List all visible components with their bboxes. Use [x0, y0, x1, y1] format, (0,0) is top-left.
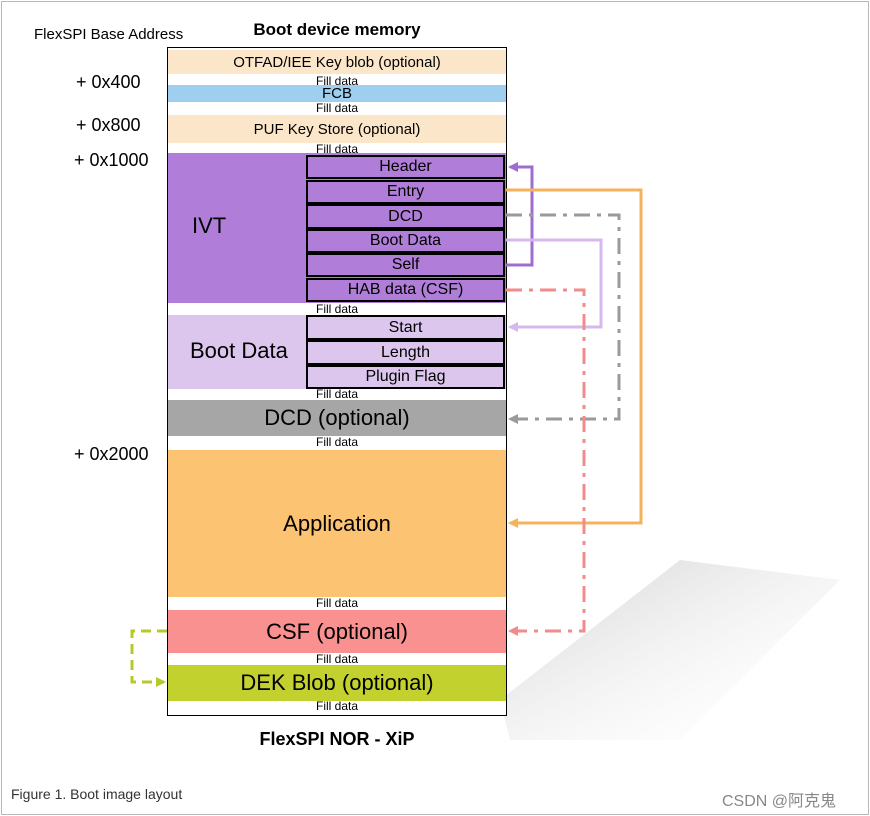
- address-0x400: + 0x400: [76, 72, 141, 92]
- dcd-block: DCD (optional): [168, 400, 506, 436]
- otfad-block: OTFAD/IEE Key blob (optional): [168, 50, 506, 74]
- csf-block: CSF (optional): [168, 610, 506, 653]
- fill-data: Fill data: [315, 142, 359, 156]
- boot-data-start-field: Start: [306, 315, 505, 340]
- fill-data: Fill data: [315, 596, 359, 610]
- ivt-entry-field: Entry: [306, 180, 505, 204]
- base-address-label: FlexSPI Base Address: [34, 26, 184, 43]
- memory-title: Boot device memory: [253, 20, 421, 39]
- ivt-boot-data-field: Boot Data: [306, 229, 505, 253]
- ivt-dcd-field: DCD: [306, 204, 505, 229]
- csf-to-dek-arrow: [130, 629, 167, 687]
- fill-data: Fill data: [315, 699, 359, 713]
- fill-data: Fill data: [315, 101, 359, 115]
- fill-data: Fill data: [315, 652, 359, 666]
- dek-blob-block: DEK Blob (optional): [168, 665, 506, 701]
- entry-to-application-arrow: [506, 188, 643, 528]
- fill-data: Fill data: [315, 387, 359, 401]
- fill-data: Fill data: [315, 302, 359, 316]
- fcb-block: FCB: [168, 85, 506, 102]
- boot-data-plugin-flag-field: Plugin Flag: [306, 365, 505, 389]
- address-0x2000: + 0x2000: [74, 444, 149, 464]
- boot-data-label: Boot Data: [190, 338, 288, 363]
- application-block: Application: [168, 450, 506, 597]
- boot-data-length-field: Length: [306, 340, 505, 365]
- address-0x1000: + 0x1000: [74, 150, 149, 170]
- device-label: FlexSPI NOR - XiP: [259, 729, 415, 749]
- dcd-to-dcd-block-arrow: [506, 213, 621, 424]
- drop-shadow: [500, 560, 840, 740]
- ivt-self-field: Self: [306, 253, 505, 277]
- ivt-label: IVT: [192, 213, 227, 238]
- watermark: CSDN @阿克鬼: [722, 793, 837, 810]
- figure-caption: Figure 1. Boot image layout: [11, 786, 183, 802]
- boot-data-to-start-arrow: [506, 238, 603, 332]
- fill-data: Fill data: [315, 74, 359, 88]
- ivt-hab-data-field: HAB data (CSF): [306, 278, 505, 302]
- fill-data: Fill data: [315, 435, 359, 449]
- ivt-header-field: Header: [306, 155, 505, 179]
- hab-data-to-csf-arrow: [506, 288, 586, 636]
- puf-block: PUF Key Store (optional): [168, 115, 506, 143]
- address-0x800: + 0x800: [76, 115, 141, 135]
